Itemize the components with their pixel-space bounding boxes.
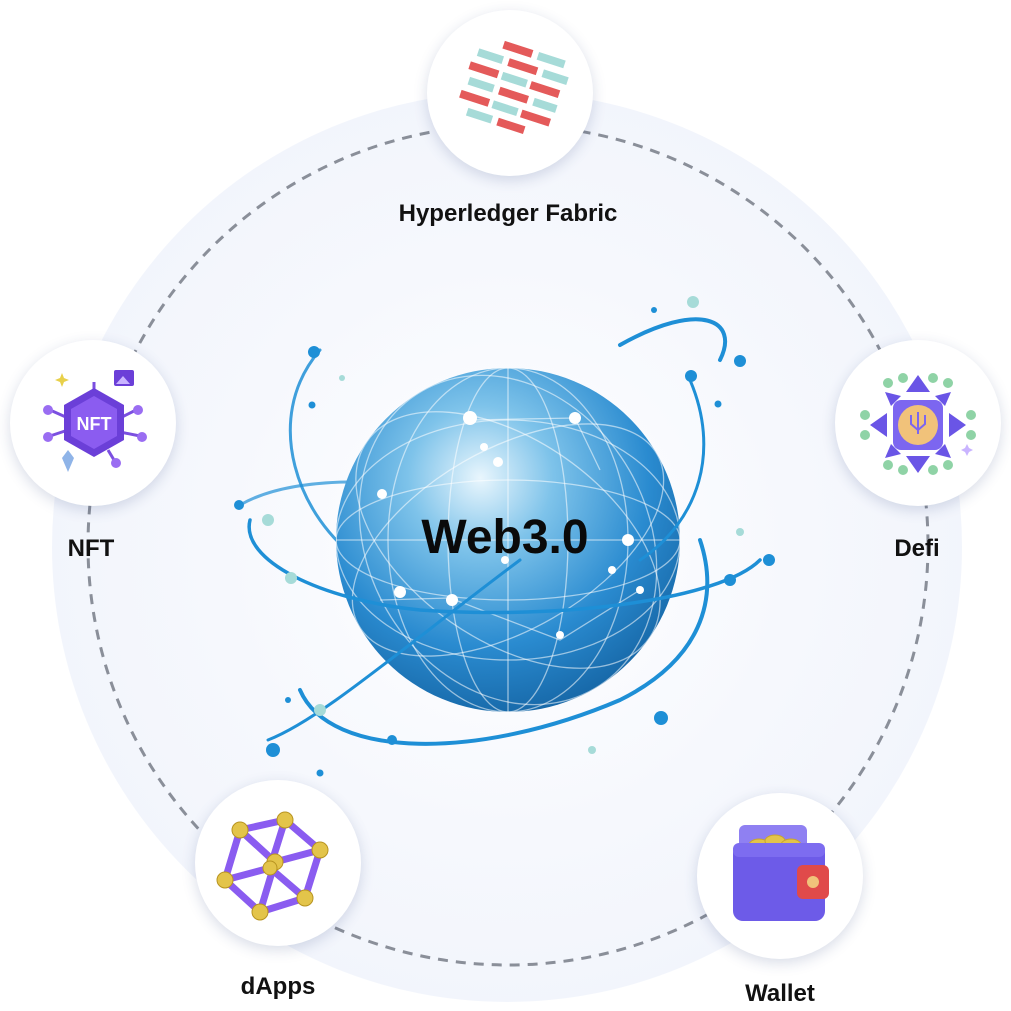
node-label-hyperledger-fabric: Hyperledger Fabric [398,200,618,227]
orbit-lines-front [247,378,762,746]
node-label-defi: Defi [894,535,940,562]
node-label-nft: NFT [67,535,115,562]
orbit-dots [234,296,775,777]
node-dapps[interactable] [195,780,361,946]
center-title: Web3.0 [421,511,589,564]
orbit-ring [86,123,930,967]
svg-text:NFT: NFT [77,414,112,434]
node-label-wallet: Wallet [745,980,815,1007]
wallet-icon [733,825,829,921]
hyperledger-fabric-icon [459,40,569,135]
nft-badge-icon: NFT [43,370,147,472]
node-defi[interactable] [835,340,1001,506]
node-nft[interactable]: NFT [10,340,176,506]
node-label-dapps: dApps [240,973,316,1000]
defi-network-icon [860,373,976,475]
node-hyperledger-fabric[interactable] [427,10,593,176]
dapps-cube-icon [216,811,329,921]
node-wallet[interactable] [697,793,863,959]
